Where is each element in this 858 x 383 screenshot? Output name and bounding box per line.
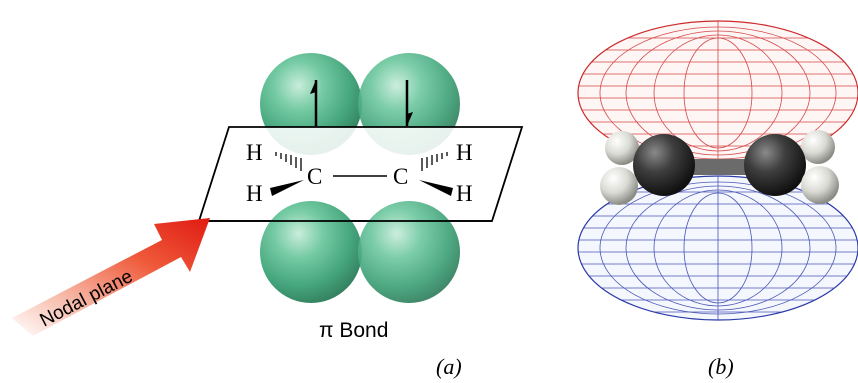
hydrogen-atom-back-right xyxy=(801,130,835,164)
spin-down-icon xyxy=(405,80,413,126)
hashed-bond-left xyxy=(275,152,302,171)
wedge-bond-right xyxy=(419,180,453,196)
mesh-lobe-bottom xyxy=(577,175,858,321)
carbon-atom-right xyxy=(744,134,806,196)
pi-bond-label: π Bond xyxy=(319,319,388,342)
hydrogen-atom-front-right xyxy=(801,166,839,204)
atom-h-top-right: H xyxy=(456,140,473,165)
hashed-bond-right xyxy=(421,152,448,171)
orbital-lobe-bottom-left xyxy=(260,201,362,303)
hydrogen-atom-front-left xyxy=(600,167,638,205)
nodal-plane-arrow: Nodal plane xyxy=(12,218,210,336)
panel-b: (b) xyxy=(577,20,858,379)
atom-c-left: C xyxy=(307,164,322,189)
caption-b: (b) xyxy=(708,354,734,379)
caption-a: (a) xyxy=(436,354,462,379)
mesh-lobe-top xyxy=(577,20,858,166)
atom-h-bottom-left: H xyxy=(246,181,263,206)
atom-c-right: C xyxy=(393,164,408,189)
wedge-bond-left xyxy=(270,180,304,196)
cc-bond-stick xyxy=(676,159,762,175)
orbital-lobe-bottom-right xyxy=(358,201,460,303)
ethylene-structure: H H C C H H xyxy=(246,140,473,206)
arrow-shape xyxy=(12,218,210,336)
ethylene-model xyxy=(600,130,839,205)
atom-h-bottom-right: H xyxy=(456,181,473,206)
carbon-atom-left xyxy=(633,134,695,196)
spin-up-icon xyxy=(310,80,318,126)
panel-a: H H C C H H Nodal plane π Bond (a) xyxy=(12,53,524,379)
hydrogen-atom-back-left xyxy=(605,131,639,165)
atom-h-top-left: H xyxy=(246,140,263,165)
